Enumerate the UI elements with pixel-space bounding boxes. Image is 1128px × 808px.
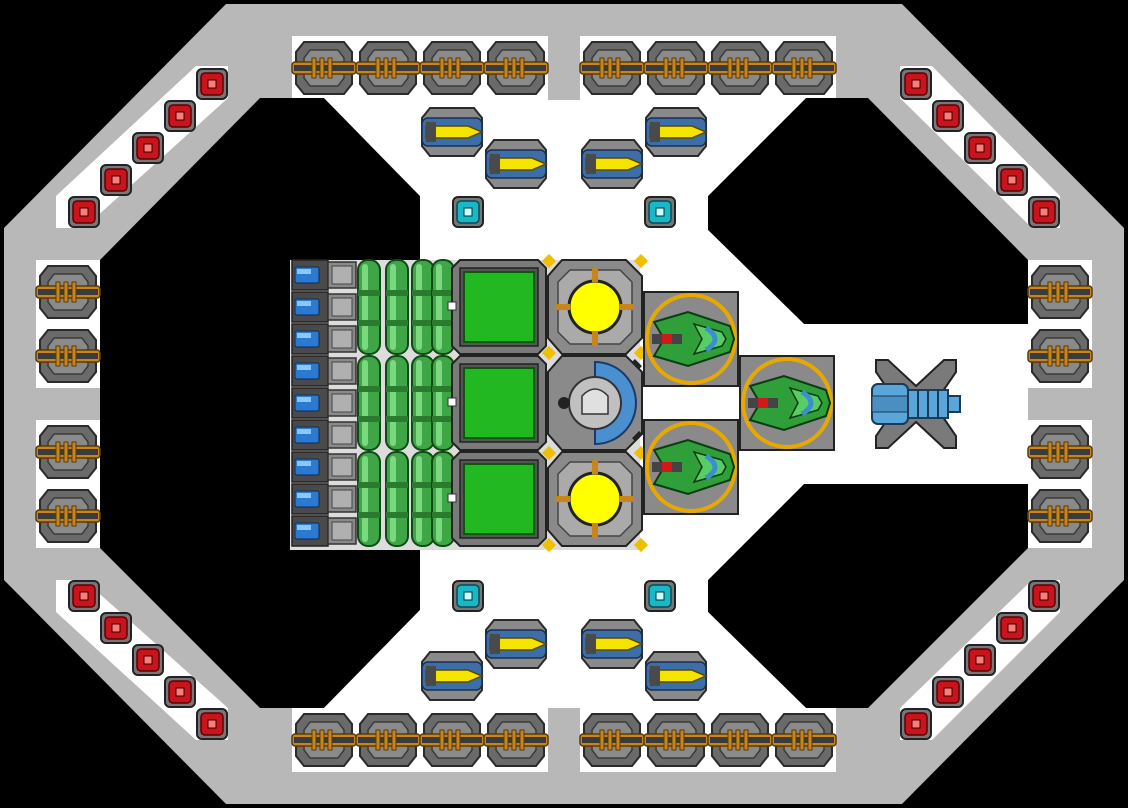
mine-icon[interactable] xyxy=(196,708,228,740)
fuel-tank-icon[interactable] xyxy=(357,355,381,451)
mine-icon[interactable] xyxy=(1028,580,1060,612)
mine-icon[interactable] xyxy=(964,132,996,164)
gun-turret-icon[interactable] xyxy=(1027,489,1093,543)
mine-icon[interactable] xyxy=(900,708,932,740)
gun-turret-icon[interactable] xyxy=(643,41,709,95)
gun-turret-icon[interactable] xyxy=(483,713,549,767)
battery-group xyxy=(291,259,357,547)
gun-turret-icon[interactable] xyxy=(35,329,101,383)
fighter-bay-icon[interactable] xyxy=(740,356,834,450)
mine-icon[interactable] xyxy=(1028,196,1060,228)
mine-icon[interactable] xyxy=(68,580,100,612)
fuel-tank-icon[interactable] xyxy=(385,259,409,355)
gun-turret-icon[interactable] xyxy=(483,41,549,95)
mine-icon[interactable] xyxy=(964,644,996,676)
gun-turret-icon[interactable] xyxy=(579,41,645,95)
sensor-icon[interactable] xyxy=(644,580,676,612)
fuel-tank-icon[interactable] xyxy=(411,355,435,451)
gun-turret-icon[interactable] xyxy=(35,425,101,479)
gun-turret-icon[interactable] xyxy=(1027,265,1093,319)
gun-turret-icon[interactable] xyxy=(707,713,773,767)
fuel-tank-icon[interactable] xyxy=(411,259,435,355)
gun-turret-icon[interactable] xyxy=(707,41,773,95)
mine-icon[interactable] xyxy=(996,164,1028,196)
sensor-icon[interactable] xyxy=(452,196,484,228)
fighter-bay-icon[interactable] xyxy=(644,420,738,514)
hull-void-right-bottom xyxy=(708,484,1028,708)
gun-turret-icon[interactable] xyxy=(419,41,485,95)
gun-turret-icon[interactable] xyxy=(291,41,357,95)
missile-launcher-icon[interactable] xyxy=(581,619,643,669)
reactor-icon[interactable] xyxy=(540,252,650,362)
missile-launcher-icon[interactable] xyxy=(485,619,547,669)
mine-icon[interactable] xyxy=(164,676,196,708)
gun-turret-icon[interactable] xyxy=(1027,425,1093,479)
generator-icon[interactable] xyxy=(447,451,547,547)
mine-icon[interactable] xyxy=(932,100,964,132)
gun-turret-icon[interactable] xyxy=(355,713,421,767)
reactor-icon[interactable] xyxy=(540,444,650,554)
battery-cell-icon[interactable] xyxy=(291,451,357,483)
hull-void-right-top xyxy=(708,98,1028,324)
gun-turret-icon[interactable] xyxy=(35,489,101,543)
gun-turret-icon[interactable] xyxy=(419,713,485,767)
thruster-icon[interactable] xyxy=(871,359,961,449)
mine-icon[interactable] xyxy=(164,100,196,132)
mine-icon[interactable] xyxy=(68,196,100,228)
mine-icon[interactable] xyxy=(932,676,964,708)
battery-cell-icon[interactable] xyxy=(291,355,357,387)
missile-launcher-icon[interactable] xyxy=(421,107,483,157)
fighter-bay-icon[interactable] xyxy=(644,292,738,386)
battery-cell-icon[interactable] xyxy=(291,387,357,419)
mine-icon[interactable] xyxy=(196,68,228,100)
fuel-tank-icon[interactable] xyxy=(357,451,381,547)
sensor-icon[interactable] xyxy=(452,580,484,612)
generator-icon[interactable] xyxy=(447,259,547,355)
fuel-tank-icon[interactable] xyxy=(385,355,409,451)
mine-icon[interactable] xyxy=(132,644,164,676)
mine-icon[interactable] xyxy=(996,612,1028,644)
sensor-icon[interactable] xyxy=(644,196,676,228)
gun-turret-icon[interactable] xyxy=(291,713,357,767)
fuel-tank-icon[interactable] xyxy=(385,451,409,547)
gun-turret-icon[interactable] xyxy=(1027,329,1093,383)
generator-icon[interactable] xyxy=(447,355,547,451)
battery-cell-icon[interactable] xyxy=(291,291,357,323)
battery-cell-icon[interactable] xyxy=(291,483,357,515)
mine-icon[interactable] xyxy=(900,68,932,100)
mine-icon[interactable] xyxy=(100,612,132,644)
mine-icon[interactable] xyxy=(100,164,132,196)
gun-turret-icon[interactable] xyxy=(579,713,645,767)
missile-launcher-icon[interactable] xyxy=(421,651,483,701)
gun-turret-icon[interactable] xyxy=(643,713,709,767)
battery-cell-icon[interactable] xyxy=(291,515,357,547)
gun-turret-icon[interactable] xyxy=(35,265,101,319)
missile-launcher-icon[interactable] xyxy=(581,139,643,189)
battery-cell-icon[interactable] xyxy=(291,419,357,451)
missile-launcher-icon[interactable] xyxy=(485,139,547,189)
generator-group xyxy=(447,259,547,547)
fuel-tank-group xyxy=(357,259,455,547)
missile-launcher-icon[interactable] xyxy=(645,107,707,157)
gun-turret-icon[interactable] xyxy=(771,41,837,95)
gun-turret-icon[interactable] xyxy=(771,713,837,767)
fuel-tank-icon[interactable] xyxy=(411,451,435,547)
missile-launcher-icon[interactable] xyxy=(645,651,707,701)
fuel-tank-icon[interactable] xyxy=(357,259,381,355)
hull-void-left xyxy=(100,98,420,708)
gun-turret-icon[interactable] xyxy=(355,41,421,95)
mine-icon[interactable] xyxy=(132,132,164,164)
battery-cell-icon[interactable] xyxy=(291,259,357,291)
shield-core-icon[interactable] xyxy=(547,355,643,451)
battery-cell-icon[interactable] xyxy=(291,323,357,355)
